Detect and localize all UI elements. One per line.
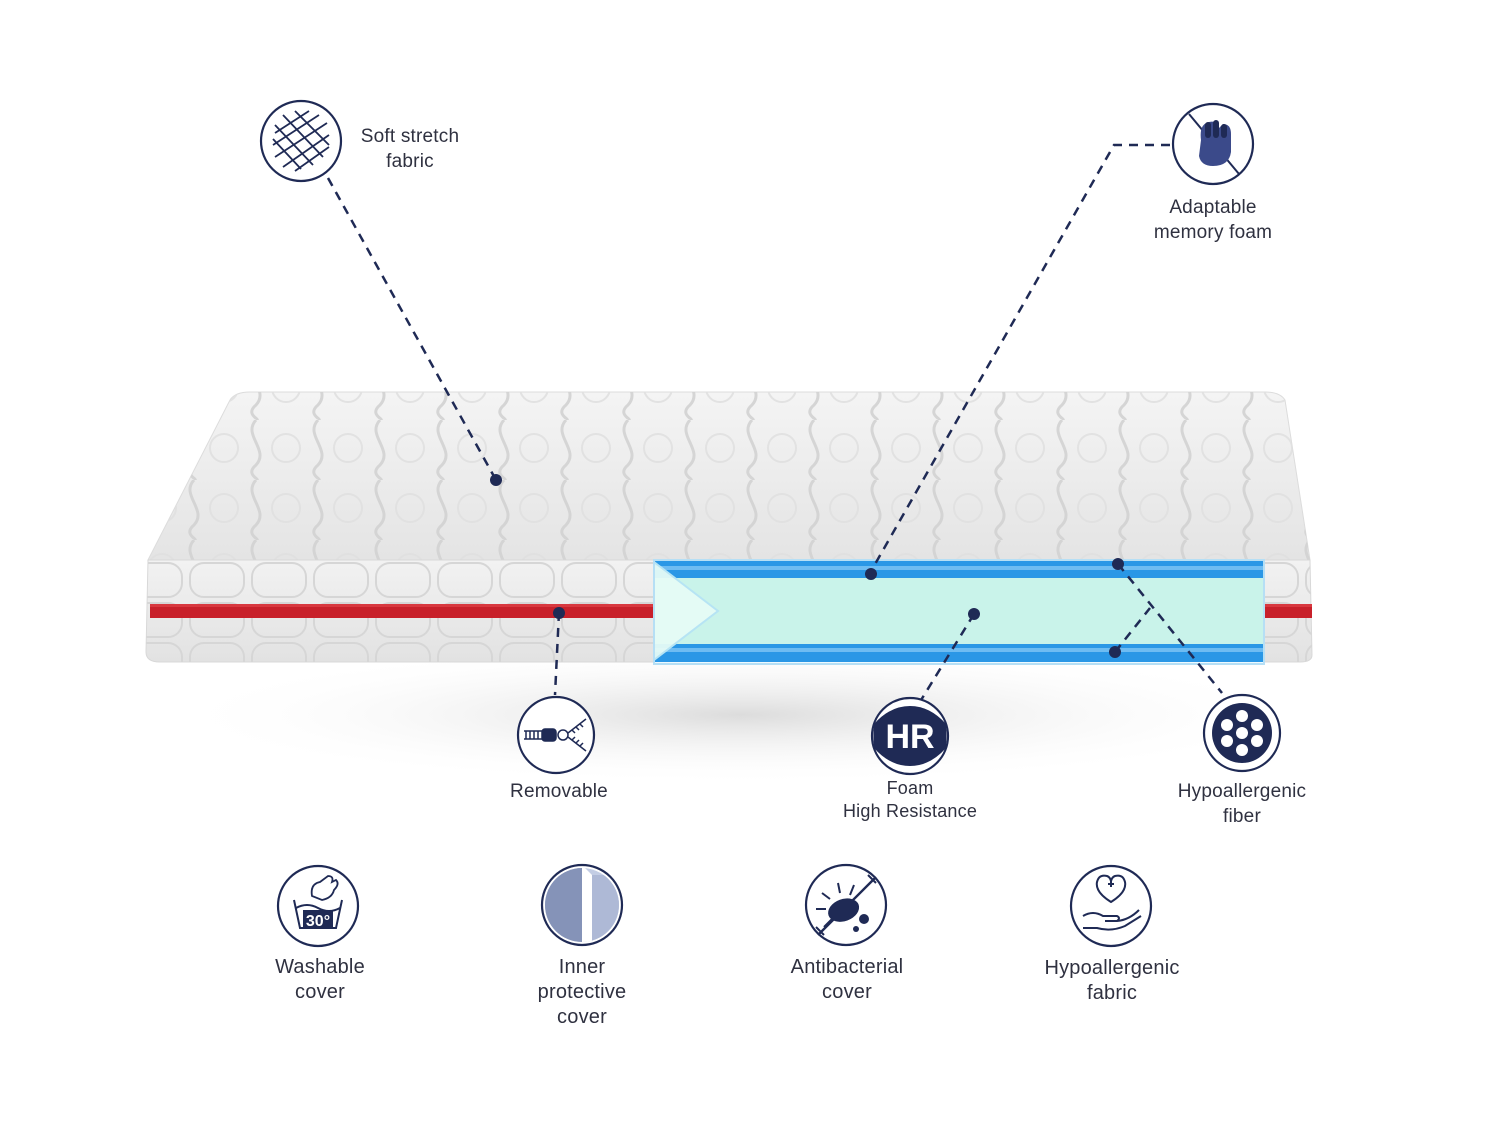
label-removable: Removable [499, 779, 619, 804]
hr-foam-line1: Foam [886, 778, 934, 798]
fabric-weave-icon [259, 99, 343, 183]
label-hypoallergenic-fiber: Hypoallergenic fiber [1162, 779, 1322, 829]
leader-removable [553, 611, 561, 696]
label-washable-cover: Washable cover [255, 955, 385, 1005]
memory-foam-line1: Adaptable [1169, 197, 1257, 218]
mattress-shadow [160, 645, 1320, 785]
antibacterial-line1: Antibacterial [790, 956, 904, 978]
fiber-line2: fiber [1223, 806, 1261, 827]
zipper-icon [516, 695, 596, 775]
label-adaptable-memory-foam: Adaptable memory foam [1133, 195, 1293, 245]
leader-lines [326, 143, 1223, 706]
hr-badge-icon: HR [870, 696, 950, 776]
hand-press-icon [1171, 102, 1255, 186]
hr-foam-core [654, 578, 1264, 644]
label-soft-stretch-fabric: Soft stretch fabric [346, 124, 474, 174]
label-inner-protective-cover: Inner protective cover [517, 955, 647, 1030]
removable-line1: Removable [510, 781, 608, 802]
bottom-foam-layer [654, 644, 1264, 662]
fabric-line1: Hypoallergenic [1044, 957, 1180, 979]
label-hr-foam: Foam High Resistance [830, 777, 990, 823]
inner-line3: cover [557, 1006, 607, 1028]
fabric-line2: fabric [1086, 982, 1138, 1004]
washable-line2: cover [295, 981, 345, 1003]
label-antibacterial-cover: Antibacterial cover [772, 955, 922, 1005]
wash-30-icon: 30° [276, 864, 360, 948]
antibacterial-icon [804, 863, 888, 947]
washable-line1: Washable [275, 956, 365, 978]
mattress [145, 391, 1313, 665]
leader-hr-foam [916, 613, 976, 706]
hr-foam-line2: High Resistance [842, 801, 978, 821]
heart-hand-icon [1069, 864, 1153, 948]
leader-fiber-top [1117, 563, 1223, 694]
inner-line1: Inner [558, 956, 606, 978]
memory-foam-line2: memory foam [1153, 222, 1273, 243]
soft-fabric-line1: Soft stretch [360, 126, 460, 147]
soft-fabric-line2: fabric [386, 151, 434, 172]
wash-temperature: 30° [306, 913, 330, 930]
leader-memory-foam [868, 143, 1170, 574]
hr-badge-text: HR [885, 718, 934, 756]
leader-dots [490, 474, 1124, 658]
fiber-circles-icon [1202, 693, 1282, 773]
foam-cross-section [653, 559, 1265, 665]
fiber-line1: Hypoallergenic [1177, 781, 1307, 802]
inner-line2: protective [537, 981, 627, 1003]
inner-cover-icon [540, 863, 624, 947]
antibacterial-line2: cover [822, 981, 872, 1003]
label-hypoallergenic-fabric: Hypoallergenic fabric [1027, 956, 1197, 1006]
